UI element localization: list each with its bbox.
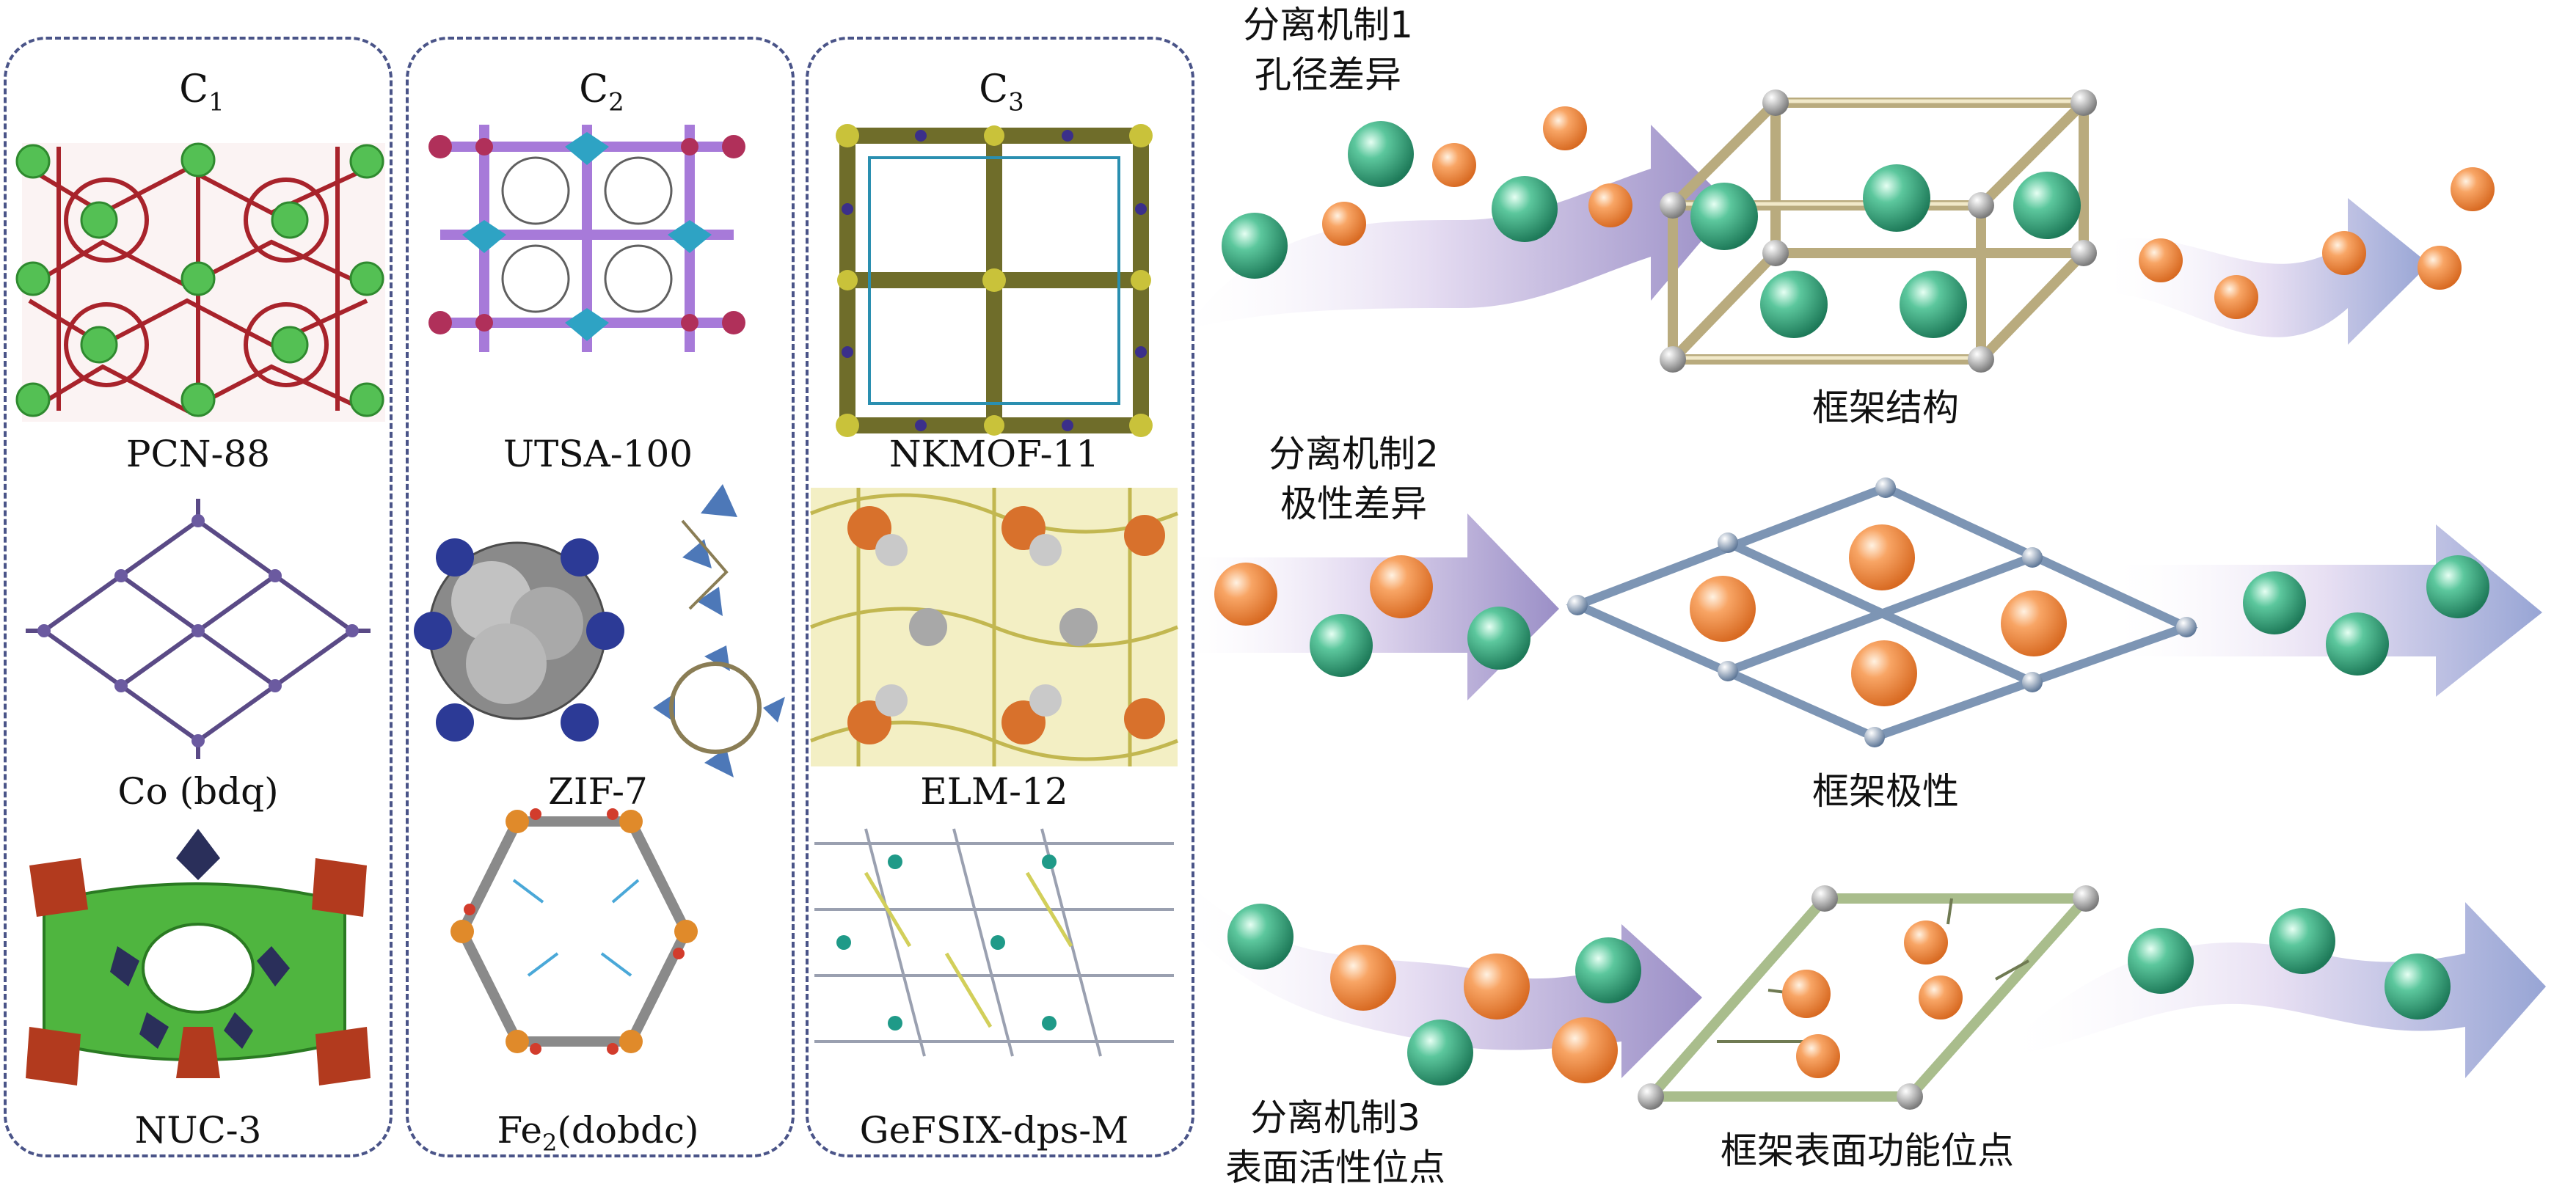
framework-surface-sites [1638, 885, 2099, 1110]
group-c3-box [806, 37, 1194, 1157]
group-c3-header: C3 [891, 67, 1112, 117]
label-nuc-3: NUC-3 [22, 1109, 374, 1152]
group-c2-header: C2 [492, 67, 712, 117]
mechanism-1-subtitle: 孔径差异 [1222, 50, 1434, 100]
mechanism-1-title: 分离机制1 孔径差异 [1222, 0, 1434, 100]
framework-polarity-net [1567, 477, 2197, 747]
mechanism-2-subtitle: 极性差异 [1247, 479, 1460, 529]
mechanism-2-title-line: 分离机制2 [1247, 429, 1460, 479]
label-nkmof-11: NKMOF-11 [818, 433, 1170, 475]
framework-1-label: 框架结构 [1776, 383, 1996, 433]
mechanism-2-title: 分离机制2 极性差异 [1247, 429, 1460, 529]
group-c2-box [406, 37, 795, 1157]
group-c1-header: C1 [92, 67, 312, 117]
label-gefsix-dps-m: GeFSIX-dps-M [818, 1109, 1170, 1152]
framework-structure-cage [1660, 89, 2097, 373]
group-c1-box [4, 37, 393, 1157]
mechanism-1-title-line: 分离机制1 [1222, 0, 1434, 50]
label-elm-12: ELM-12 [818, 770, 1170, 813]
label-zif-7: ZIF-7 [422, 770, 774, 813]
framework-3-label: 框架表面功能位点 [1699, 1126, 2036, 1176]
label-pcn-88: PCN-88 [22, 433, 374, 475]
mechanism-3-title-line: 分离机制3 [1203, 1093, 1467, 1143]
label-fe2-dobdc: Fe2(dobdc) [422, 1109, 774, 1157]
mechanism-3-title: 分离机制3 表面活性位点 [1203, 1093, 1467, 1193]
framework-2-label: 框架极性 [1776, 766, 1996, 816]
label-co-bdq: Co (bdq) [22, 770, 374, 813]
mechanism-3-subtitle: 表面活性位点 [1203, 1143, 1467, 1193]
label-utsa-100: UTSA-100 [422, 433, 774, 475]
